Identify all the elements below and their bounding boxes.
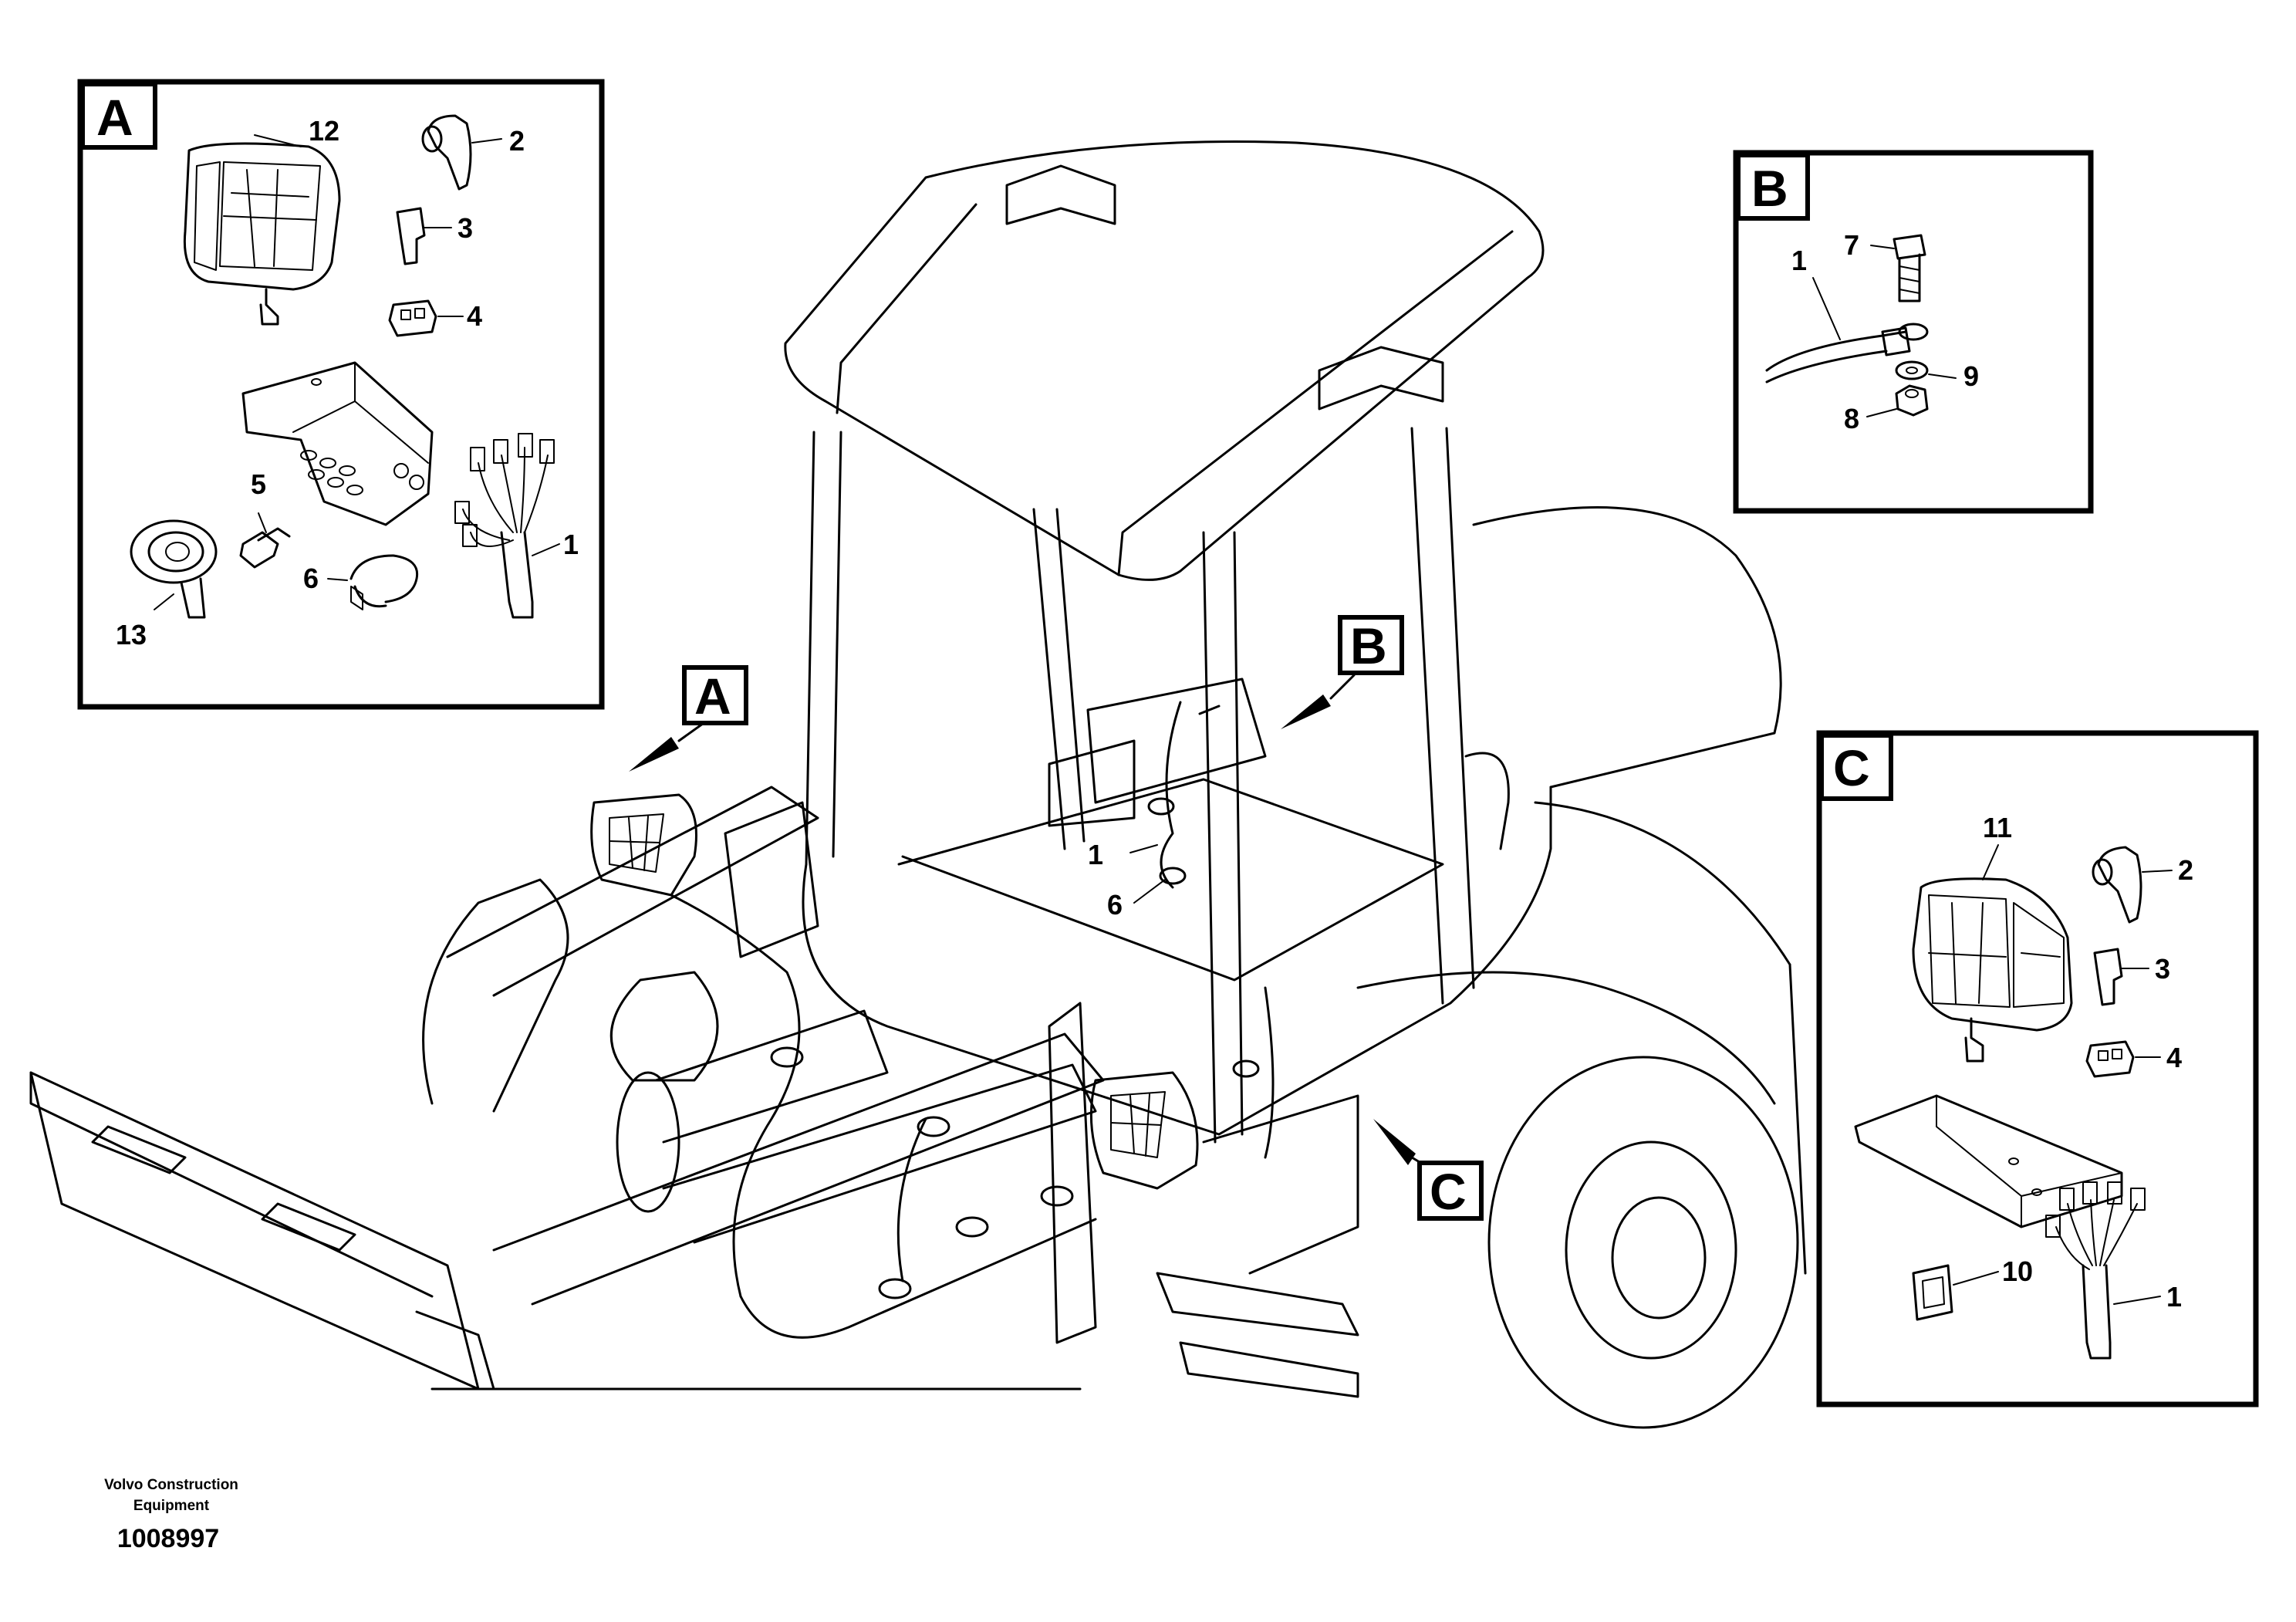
detail-c-label-cable-harness: 1 [2166, 1281, 2182, 1313]
detail-a-label-horn: 13 [116, 619, 147, 650]
view-letter-c: C [1430, 1163, 1467, 1220]
detail-b-letter: B [1751, 160, 1788, 217]
detail-c-label-work-light: 11 [1983, 812, 2012, 843]
detail-c-label-boot: 2 [2178, 854, 2193, 886]
detail-a-panel: A 12 2 3 4 [77, 79, 605, 710]
view-letter-b: B [1350, 617, 1387, 674]
detail-b-label-screw: 7 [1844, 229, 1859, 261]
detail-a-label-connector: 4 [467, 300, 482, 332]
detail-a-label-terminal: 3 [458, 212, 473, 244]
detail-a-label-cable-harness: 1 [563, 529, 579, 560]
detail-c-label-switch: 10 [2002, 1255, 2033, 1287]
detail-a-clamp [327, 554, 419, 610]
detail-a-label-clamp: 6 [303, 563, 319, 594]
view-marker-c: C [1373, 1119, 1484, 1221]
front-work-light-left [590, 793, 697, 897]
main-callouts: 1 6 [1088, 839, 1166, 921]
detail-b-label-ground-cable: 1 [1791, 245, 1807, 276]
detail-c-label-terminal: 3 [2155, 953, 2170, 985]
company-name-line2: Equipment [133, 1498, 210, 1514]
detail-a-work-light [183, 134, 341, 326]
detail-a-label-boot: 2 [509, 125, 525, 157]
detail-c-letter: C [1833, 739, 1870, 796]
company-name-line1: Volvo Construction [104, 1477, 238, 1493]
view-marker-b: B [1281, 615, 1404, 729]
detail-c-boot [2092, 846, 2173, 924]
wheel-loader-drawing [29, 140, 1807, 1429]
view-letter-a: A [694, 667, 731, 725]
detail-c-cable-harness [2045, 1181, 2161, 1360]
detail-b-screw [1870, 234, 1926, 302]
detail-a-label-terminal-small: 5 [251, 468, 266, 500]
detail-b-nut [1866, 384, 1929, 417]
detail-a-connector [388, 299, 464, 337]
detail-c-panel: C 11 2 3 4 [1816, 730, 2259, 1407]
main-label-cable: 1 [1088, 839, 1103, 870]
detail-a-label-work-light: 12 [309, 115, 339, 147]
detail-a-horn [130, 519, 218, 619]
bracket-holes [300, 378, 424, 495]
detail-a-letter: A [96, 89, 133, 146]
detail-b-label-washer: 9 [1963, 360, 1979, 392]
detail-c-terminal [2093, 948, 2149, 1006]
detail-a-cable-harness [454, 433, 560, 619]
detail-a-terminal [396, 207, 452, 265]
main-label-clamp: 6 [1107, 889, 1123, 921]
front-work-light-right [1089, 1071, 1199, 1190]
document-number: 1008997 [117, 1524, 219, 1553]
detail-c-switch [1912, 1264, 1999, 1321]
detail-b-label-nut: 8 [1844, 403, 1859, 434]
detail-c-work-light [1912, 844, 2073, 1063]
view-marker-a: A [629, 665, 748, 772]
detail-c-connector [2085, 1040, 2161, 1078]
detail-a-boot [421, 114, 502, 191]
detail-a-terminal-small [239, 512, 291, 569]
detail-b-panel: B 7 1 9 8 [1733, 150, 2094, 514]
footer: Volvo Construction Equipment 1008997 [104, 1477, 238, 1553]
detail-c-label-connector: 4 [2166, 1042, 2182, 1073]
detail-b-washer [1895, 360, 1957, 380]
detail-b-ground-cable [1765, 277, 1929, 384]
